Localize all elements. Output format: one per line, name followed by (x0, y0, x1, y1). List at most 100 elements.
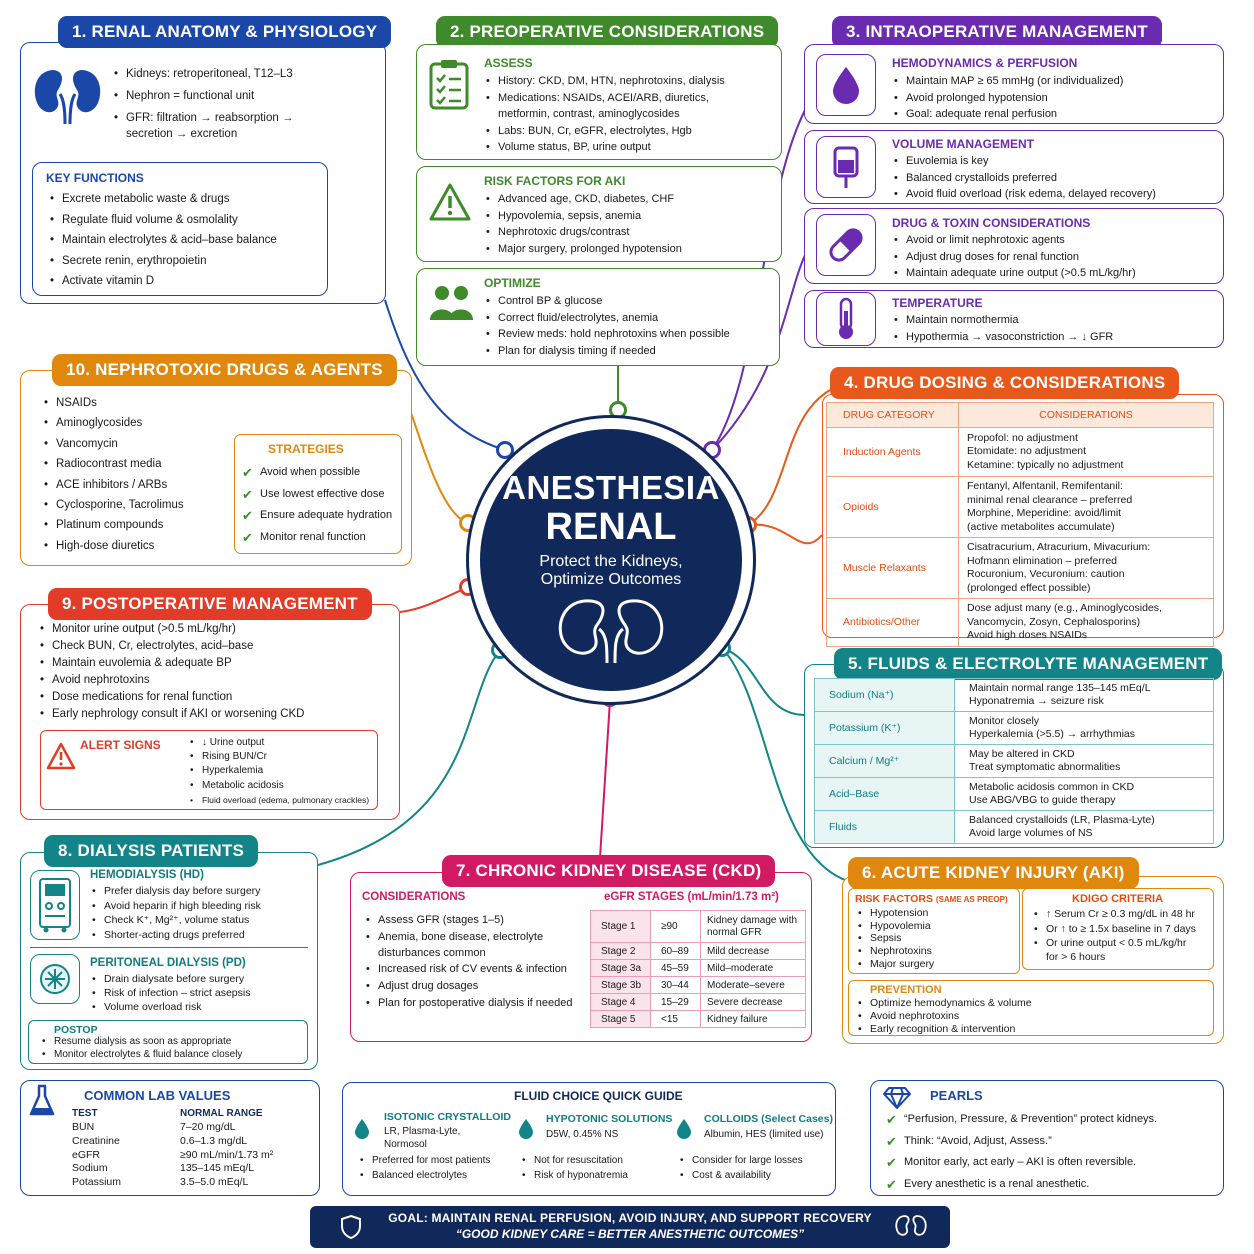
center-tagline-2: Optimize Outcomes (540, 571, 682, 588)
hemodynamics-icon-box (816, 54, 876, 116)
strategy-item: Use lowest effective dose (240, 484, 402, 506)
anatomy-facts: Kidneys: retroperitoneal, T12–L3 Nephron… (112, 63, 382, 129)
aki-risk-item: Sepsis (856, 932, 1016, 945)
hemodynamics-item: Maintain MAP ≥ 65 mmHg (or individualize… (892, 73, 1217, 90)
stage-value: <15 (650, 1010, 701, 1028)
shield-icon (341, 1214, 361, 1240)
risk-item: Major surgery, prolonged hypotension (484, 241, 776, 258)
consideration-line: minimal renal clearance – preferred (967, 493, 1133, 506)
fluid-col-sub: LR, Plasma-Lyte, Normosol (384, 1126, 461, 1150)
key-function-item: Regulate fluid volume & osmolality (48, 210, 323, 231)
thermometer-icon (839, 297, 853, 339)
stage-name: Stage 1 (590, 910, 651, 943)
postop-management-list: Monitor urine output (>0.5 mL/kg/hr) Che… (38, 621, 393, 723)
kdigo-item: Or ↑ to ≥ 1.5x baseline in 7 days (1032, 922, 1217, 937)
dialysis-machine-icon (39, 878, 71, 933)
hd-item: Avoid heparin if high bleeding risk (90, 899, 312, 914)
hd-title: HEMODIALYSIS (HD) (90, 869, 204, 881)
postop-management-item: Dose medications for renal function (38, 689, 393, 706)
risk-item: Hypovolemia, sepsis, anemia (484, 208, 776, 225)
goal-line-1: GOAL: MAINTAIN RENAL PERFUSION, AVOID IN… (388, 1211, 872, 1225)
fluid-col-item: Risk of hyponatremia (520, 1169, 670, 1184)
postop-management-item: Avoid nephrotoxins (38, 672, 393, 689)
ckd-considerations-list: Assess GFR (stages 1–5) Anemia, bone dis… (364, 912, 586, 1012)
ckd-considerations-title: CONSIDERATIONS (362, 891, 466, 903)
postop-management-item: Maintain euvolemia & adequate BP (38, 655, 393, 672)
strategies-list: Avoid when possible Use lowest effective… (240, 462, 402, 548)
pd-item: Volume overload risk (90, 1000, 312, 1014)
section-10-title: 10. NEPHROTOXIC DRUGS & AGENTS (52, 354, 397, 386)
hd-list: Prefer dialysis day before surgery Avoid… (90, 884, 312, 942)
volume-list: Euvolemia is key Balanced crystalloids p… (892, 153, 1220, 203)
lab-range: 0.6–1.3 mg/dL (180, 1134, 248, 1147)
key-function-item: Maintain electrolytes & acid–base balanc… (48, 230, 323, 251)
drug-category: Muscle Relaxants (826, 537, 959, 599)
table-row: Muscle Relaxants Cisatracurium, Atracuri… (826, 537, 1214, 599)
blood-drop-icon (833, 67, 859, 104)
pill-icon (829, 228, 863, 262)
temperature-item: Maintain normothermia (892, 312, 1220, 329)
fluid-col-item: Balanced electrolytes (358, 1169, 516, 1184)
key-functions-title: KEY FUNCTIONS (46, 171, 144, 185)
clipboard-icon (429, 60, 469, 110)
stage-value: ≥90 (650, 910, 701, 943)
consideration-line: Cisatracurium, Atracurium, Mivacurium: (967, 541, 1151, 553)
drop-icon (355, 1119, 369, 1139)
fluid-guide-title: FLUID CHOICE QUICK GUIDE (514, 1089, 683, 1103)
volume-icon-box (816, 136, 876, 198)
stage-value: 60–89 (650, 942, 701, 960)
prevention-list: Optimize hemodynamics & volume Avoid nep… (856, 997, 1196, 1036)
ckd-item: Adjust drug dosages (364, 978, 586, 995)
stage-value: 15–29 (650, 993, 701, 1011)
assess-item: Medications: NSAIDs, ACEI/ARB, diuretics… (484, 90, 776, 107)
prevention-title: PREVENTION (870, 984, 942, 996)
key-function-item: Excrete metabolic waste & drugs (48, 189, 323, 210)
aki-risk-list: Hypotension Hypovolemia Sepsis Nephrotox… (856, 907, 1016, 971)
risk-item: Nephrotoxic drugs/contrast (484, 224, 776, 241)
electrolyte-name: Calcium / Mg²⁺ (814, 744, 955, 778)
fluid-col-item: Not for resuscitation (520, 1154, 670, 1169)
nephrotoxic-list: NSAIDs Aminoglycosides Vancomycin Radioc… (42, 393, 232, 557)
col-considerations: CONSIDERATIONS (958, 402, 1214, 428)
pearl-item: Monitor early, act early – AKI is often … (884, 1152, 1220, 1174)
lab-values-title: COMMON LAB VALUES (84, 1088, 231, 1103)
pd-list: Drain dialysate before surgery Risk of i… (90, 972, 312, 1014)
table-row: Antibiotics/Other Dose adjust many (e.g.… (826, 598, 1214, 647)
temperature-list: Maintain normothermia Hypothermia → vaso… (892, 312, 1220, 345)
table-row: Acid–Base Metabolic acidosis common in C… (814, 777, 1214, 811)
aki-risk-title: RISK FACTORS (SAME AS PREOP) (855, 893, 1008, 905)
optimize-list: Control BP & glucose Correct fluid/elect… (484, 293, 776, 359)
hemodynamics-list: Maintain MAP ≥ 65 mmHg (or individualize… (892, 73, 1217, 123)
electrolyte-note: Use ABG/VBG to guide therapy (969, 794, 1116, 806)
section-5-title: 5. FLUIDS & ELECTROLYTE MANAGEMENT (834, 648, 1223, 680)
risk-factors-title: RISK FACTORS FOR AKI (484, 174, 626, 188)
nephrotoxic-item: Cyclosporine, Tacrolimus (42, 495, 232, 516)
drug-toxin-list: Avoid or limit nephrotoxic agents Adjust… (892, 232, 1220, 282)
warning-icon (429, 183, 471, 221)
section-3-title: 3. INTRAOPERATIVE MANAGEMENT (832, 16, 1162, 48)
kidneys-icon (895, 1215, 927, 1236)
kdigo-item: ↑ Serum Cr ≥ 0.3 mg/dL in 48 hr (1032, 907, 1217, 922)
ckd-item: Assess GFR (stages 1–5) (364, 912, 586, 929)
electrolyte-note: Balanced crystalloids (LR, Plasma-Lyte) (969, 813, 1155, 826)
fluid-col-item: Preferred for most patients (358, 1154, 516, 1169)
center-tagline-1: Protect the Kidneys, (539, 553, 683, 570)
ckd-item: Plan for postoperative dialysis if neede… (364, 995, 586, 1012)
lab-col-range: NORMAL RANGE (180, 1108, 263, 1119)
volume-item: Balanced crystalloids preferred (892, 170, 1220, 187)
hd-item: Shorter-acting drugs preferred (90, 928, 312, 943)
postop-item: Monitor electrolytes & fluid balance clo… (40, 1049, 306, 1062)
electrolyte-note: Avoid large volumes of NS (969, 827, 1093, 839)
postop-management-item: Monitor urine output (>0.5 mL/kg/hr) (38, 621, 393, 638)
electrolyte-name: Fluids (814, 810, 955, 844)
goal-line-2: “GOOD KIDNEY CARE = BETTER ANESTHETIC OU… (455, 1227, 805, 1241)
fluid-col-list: Consider for large losses Cost & availab… (678, 1154, 832, 1183)
